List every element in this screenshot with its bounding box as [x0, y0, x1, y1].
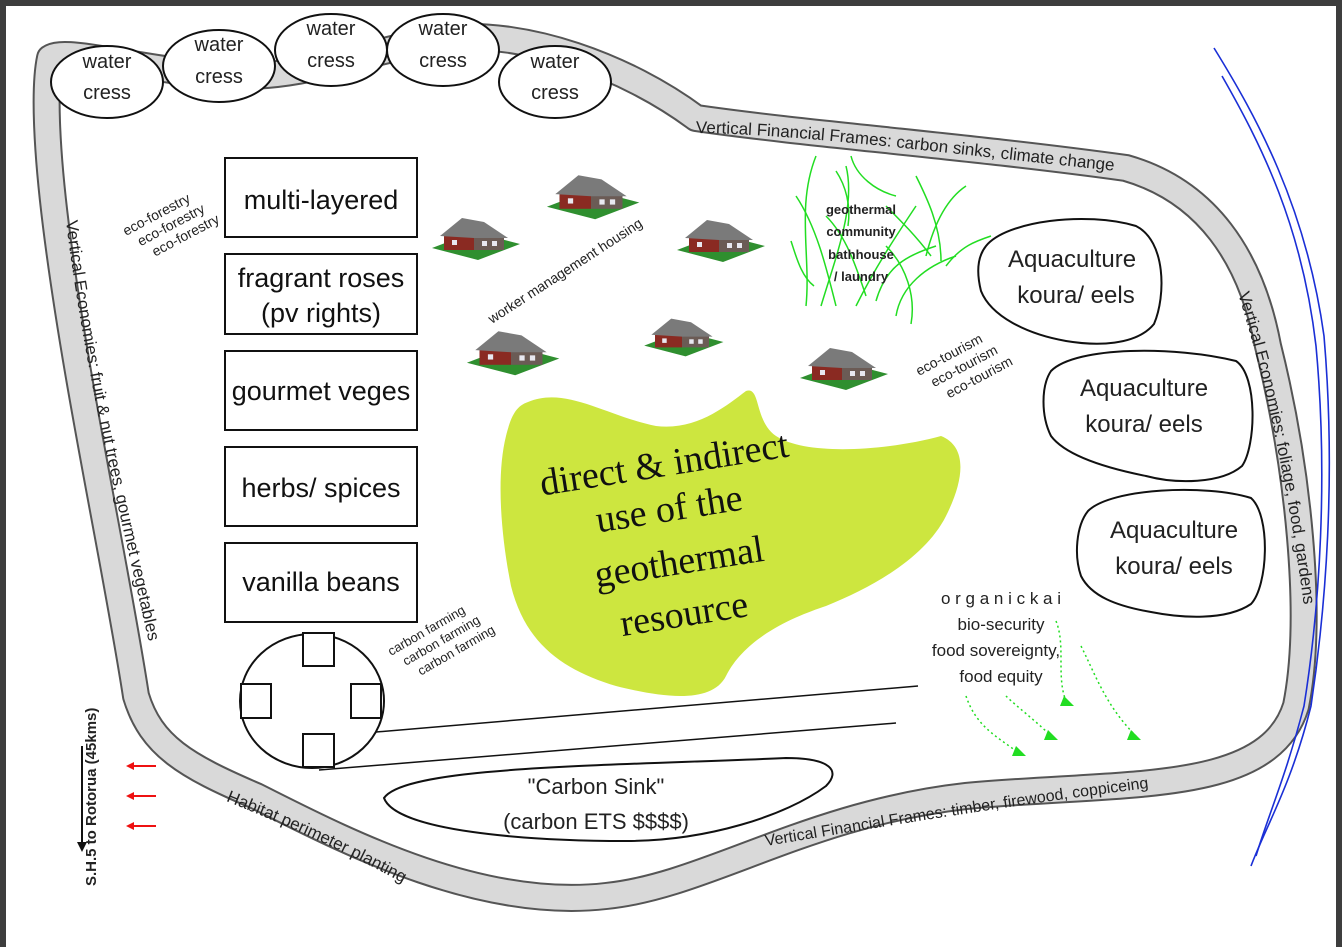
watercress-4-line1: water	[418, 18, 468, 40]
watercress-1: water cress	[50, 45, 164, 119]
watercress-1-line1: water	[82, 51, 132, 73]
house-6	[800, 348, 888, 390]
organic-line3: food sovereignty,	[932, 641, 1060, 660]
carbon-sink-line2: (carbon ETS $$$$)	[503, 809, 689, 834]
road-label-bottom-left: Habitat perimeter planting	[224, 787, 410, 887]
box-fragrant-roses-line2: (pv rights)	[261, 298, 381, 328]
housing-label: worker management housing	[484, 215, 645, 327]
bathhouse-line4: / laundry	[834, 269, 889, 284]
eco-tourism-labels: eco-tourism eco-tourism eco-tourism	[913, 330, 1015, 401]
watercress-2: water cress	[162, 29, 276, 103]
aquaculture-pond-2: Aquaculture koura/ eels	[1042, 349, 1254, 483]
aquaculture-1-line2: koura/ eels	[1017, 282, 1134, 309]
river	[1213, 47, 1331, 867]
box-multi-layered	[224, 157, 418, 238]
watercress-1-line2: cress	[83, 82, 131, 104]
aquaculture-2-line2: koura/ eels	[1085, 411, 1202, 438]
aquaculture-pond-3: Aquaculture koura/ eels	[1076, 488, 1266, 618]
house-4	[466, 331, 560, 376]
house-1	[546, 175, 640, 220]
box-multi-layered-label: multi-layered	[244, 185, 399, 215]
housing-group	[432, 175, 888, 390]
watercress-4-line2: cress	[419, 50, 467, 72]
house-3	[677, 220, 765, 262]
path-lines	[318, 685, 919, 771]
diagram-canvas: water cress water cress water cress wate…	[6, 6, 1336, 947]
watercress-5-line2: cress	[531, 82, 579, 104]
bathhouse-line3: bathhouse	[828, 247, 894, 262]
geothermal-resource: direct & indirect use of the geothermal …	[500, 390, 961, 696]
watercress-5-line1: water	[530, 51, 580, 73]
organic-arrowheads	[1012, 696, 1141, 756]
box-herbs-spices	[224, 446, 418, 527]
carbon-sink: "Carbon Sink" (carbon ETS $$$$)	[382, 756, 834, 843]
organic-dotted-arrows	[965, 620, 1137, 752]
watercress-4: water cress	[386, 13, 500, 87]
organic-line4: food equity	[959, 667, 1043, 686]
house-5	[644, 318, 724, 357]
box-gourmet-veges-label: gourmet veges	[232, 376, 411, 406]
aquaculture-1-line1: Aquaculture	[1008, 246, 1136, 273]
watercress-2-line1: water	[194, 34, 244, 56]
aquaculture-2-line1: Aquaculture	[1080, 375, 1208, 402]
perimeter-road	[32, 22, 1318, 912]
organic-line1: o r g a n i c k a i	[941, 589, 1061, 608]
house-2	[432, 218, 520, 260]
box-fragrant-roses-line1: fragrant roses	[238, 263, 405, 293]
highway-label: S.H.5 to Rotorua (45kms)	[83, 708, 100, 886]
grass-tufts	[790, 155, 992, 325]
crop-boxes: multi-layered fragrant roses (pv rights)…	[224, 157, 418, 623]
site-plan-diagram: water cress water cress water cress wate…	[32, 13, 1331, 912]
watercress-5: water cress	[498, 45, 612, 119]
red-arrows	[126, 762, 156, 830]
organic-labels: o r g a n i c k a i bio-security food so…	[932, 589, 1061, 686]
circle-plot	[239, 632, 385, 769]
watercress-3-line2: cress	[307, 50, 355, 72]
aquaculture-3-line1: Aquaculture	[1110, 517, 1238, 544]
aquaculture-pond-1: Aquaculture koura/ eels	[977, 217, 1163, 345]
watercress-group: water cress water cress water cress wate…	[50, 13, 612, 119]
box-vanilla-beans	[224, 542, 418, 623]
box-fragrant-roses	[224, 253, 418, 335]
highway-arrow	[77, 746, 87, 852]
watercress-3: water cress	[274, 13, 388, 87]
aquaculture-3-line2: koura/ eels	[1115, 553, 1232, 580]
watercress-2-line2: cress	[195, 66, 243, 88]
bathhouse-line2: community	[826, 224, 896, 239]
box-herbs-spices-label: herbs/ spices	[241, 473, 400, 503]
watercress-3-line1: water	[306, 18, 356, 40]
organic-line2: bio-security	[958, 615, 1045, 634]
carbon-sink-line1: "Carbon Sink"	[528, 774, 665, 799]
eco-forestry-labels: eco-forestry eco-forestry eco-forestry	[120, 190, 222, 260]
box-vanilla-beans-label: vanilla beans	[242, 567, 400, 597]
box-gourmet-veges	[224, 350, 418, 431]
bathhouse-line1: geothermal	[826, 202, 896, 217]
bathhouse-labels: geothermal community bathhouse / laundry	[826, 202, 896, 284]
